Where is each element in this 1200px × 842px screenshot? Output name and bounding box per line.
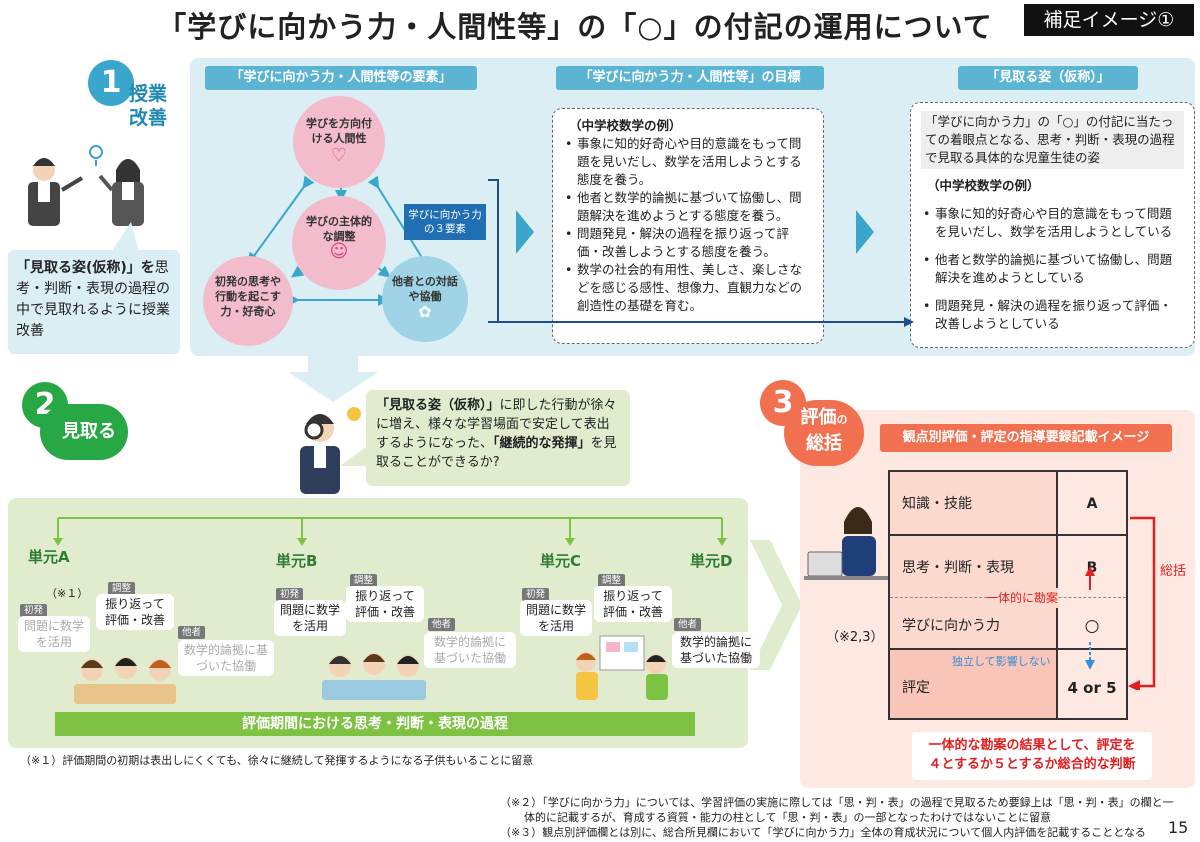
arrow-to-section3: [750, 540, 802, 670]
students-illustration-c: [576, 635, 668, 700]
list-item: 他者と数学的論拠に基づいて協働し、問題解決を進めようとする態度を養う。: [563, 189, 813, 225]
chip-collab-faded: 数学的論拠に基づいた協働: [178, 640, 274, 676]
bubble-bold: 「見取る姿(仮称)」を: [16, 260, 155, 276]
teachers-illustration: [28, 145, 144, 226]
observe-box: 「学びに向かう力」の「○」の付記に当たっての着眼点となる、思考・判断・表現の過程…: [910, 102, 1195, 348]
observe-note: 「学びに向かう力」の「○」の付記に当たっての着眼点となる、思考・判断・表現の過程…: [921, 111, 1184, 169]
row-thinking-label: 思考・判断・表現: [902, 560, 1014, 576]
observe-speech: 「見取る姿（仮称）」に即した行動が徐々に増え、様々な学習場面で安定して表出するよ…: [366, 390, 630, 486]
chip-collab-faded: 数学的論拠に基づいた協働: [424, 632, 516, 668]
section1-number: 1: [88, 60, 134, 106]
footnote-2b: 体的に記載するが、育成する資質・能力の柱として「思・判・表」の一部となったわけで…: [524, 811, 1052, 824]
circle-self-regulation: 学びの主体的な調整☺: [292, 196, 386, 290]
record-image-header: 観点別評価・評定の指導要録記載イメージ: [880, 424, 1172, 452]
list-item: 他者と数学的論拠に基づいて協働し、問題解決を進めようとしている: [921, 251, 1184, 287]
unit-c: 単元C: [540, 552, 582, 570]
speech-pointer: [340, 444, 370, 466]
row-rating-label: 評定: [902, 680, 930, 696]
circle-curiosity: 初発の思考や行動を起こす力・好奇心: [203, 256, 293, 346]
row-knowledge-value: A: [1086, 496, 1098, 512]
tag-tasha: 他者: [674, 618, 702, 631]
list-item: 事象に知的好奇心や目的意識をもって問題を見いだし、数学を活用しようとする態度を養…: [563, 135, 813, 189]
tag-shohatsu: 初発: [276, 588, 304, 601]
chip-reflect: 振り返って評価・改善: [96, 594, 174, 630]
arrow-right-2: [856, 210, 874, 254]
footnote-2a: （※２）「学びに向かう力」については、学習評価の実施に際しては「思・判・表」の過…: [500, 796, 1174, 809]
unit-a: 単元A: [28, 548, 70, 566]
row-attitude-value: ○: [1084, 616, 1100, 636]
sokatsu-label: 総括: [1160, 564, 1187, 579]
chip-math: 問題に数学を活用: [520, 600, 592, 636]
unit-a-note: （※１）: [46, 587, 89, 600]
three-elements-label: 学びに向かう力の３要素: [404, 204, 486, 240]
page-title: 「学びに向かう力・人間性等」の「○」の付記の運用について: [157, 10, 993, 44]
observe-list: 事象に知的好奇心や目的意識をもって問題を見いだし、数学を活用しようとしている他者…: [921, 205, 1184, 333]
unit-bracket: [53, 517, 727, 546]
list-item: 事象に知的好奇心や目的意識をもって問題を見いだし、数学を活用しようとしている: [921, 205, 1184, 241]
students-illustration-b: [322, 653, 426, 700]
circle-collaboration: 他者との対話や協働✿: [382, 256, 468, 342]
footnote-3: （※３）観点別評価欄とは別に、総合所見欄において「学びに向かう力」全体の育成状況…: [500, 826, 1146, 839]
teacher-laptop-illustration: [804, 507, 890, 580]
header-observe: 「見取る姿（仮称）」: [958, 66, 1138, 90]
tag-shohatsu: 初発: [20, 604, 48, 617]
list-item: 数学の社会的有用性、美しさ、楽しさなどを感じる感性、想像力、直観力などの創造性の…: [563, 261, 813, 315]
circle-humanity: 学びを方向付ける人間性♡: [293, 96, 385, 188]
bracket-line: [488, 179, 499, 323]
goal-box: （中学校数学の例） 事象に知的好奇心や目的意識をもって問題を見いだし、数学を活用…: [552, 108, 824, 344]
record-table: 知識・技能 A 思考・判断・表現 B 学びに向かう力 ○ 評定 4 or 5 一…: [888, 470, 1128, 720]
evaluation-period-bar: 評価期間における思考・判断・表現の過程: [55, 712, 695, 736]
row-attitude-label: 学びに向かう力: [902, 618, 1000, 634]
observer-illustration: [300, 407, 361, 494]
row-knowledge-label: 知識・技能: [902, 496, 972, 512]
tag-tasha: 他者: [178, 626, 206, 639]
tag-chosei: 調整: [108, 582, 136, 595]
chip-math-faded: 問題に数学を活用: [18, 616, 90, 652]
section3-label: 評価の 総括: [784, 400, 864, 466]
note-2-3: （※2,3）: [826, 630, 884, 645]
unit-b: 単元B: [276, 552, 318, 570]
observe-bubble: 「見取る姿(仮称)」を思考・判断・表現の過程の中で見取れるように授業改善: [8, 250, 180, 354]
row-thinking-value: B: [1086, 560, 1098, 576]
chip-reflect: 振り返って評価・改善: [594, 586, 672, 622]
chip-reflect: 振り返って評価・改善: [346, 586, 424, 622]
list-item: 問題発見・解決の過程を振り返って評価・改善しようとしている: [921, 297, 1184, 333]
chip-math: 問題に数学を活用: [274, 600, 346, 636]
section2-label: 見取る: [40, 404, 128, 460]
supplement-tag: 補足イメージ①: [1024, 4, 1194, 36]
page-number: 15: [1168, 818, 1189, 837]
row-rating-value: 4 or 5: [1067, 679, 1117, 697]
summary-arrows: [1085, 516, 1156, 690]
header-goal: 「学びに向かう力・人間性等」の目標: [556, 66, 824, 90]
students-illustration-a: [74, 657, 176, 704]
footnote-1: （※１）評価期間の初期は表出しにくくても、徐々に継続して発揮するようになる子供も…: [20, 754, 534, 767]
section1-label: 授業改善: [128, 83, 167, 129]
tag-chosei: 調整: [350, 574, 378, 587]
bubble-text: 思考・判断・表現の過程の中で見取れるように授業改善: [16, 260, 170, 339]
chip-collab: 数学的論拠に基づいた協働: [672, 632, 760, 668]
bubble-pointer: [111, 222, 139, 252]
tag-tasha: 他者: [428, 618, 456, 631]
dokuritsu-label: 独立して影響しない: [952, 655, 1051, 668]
tag-shohatsu: 初発: [522, 588, 550, 601]
goal-list: 事象に知的好奇心や目的意識をもって問題を見いだし、数学を活用しようとする態度を養…: [563, 135, 813, 315]
unit-d: 単元D: [690, 552, 733, 570]
down-arrow: [288, 354, 378, 402]
list-item: 問題発見・解決の過程を振り返って評価・改善しようとする態度を養う。: [563, 225, 813, 261]
connector-line: [490, 317, 914, 327]
header-elements: 「学びに向かう力・人間性等の要素」: [205, 66, 477, 90]
tag-chosei: 調整: [598, 574, 626, 587]
ittai-label: 一体的に勘案: [986, 588, 1059, 608]
arrow-right-1: [516, 210, 534, 254]
